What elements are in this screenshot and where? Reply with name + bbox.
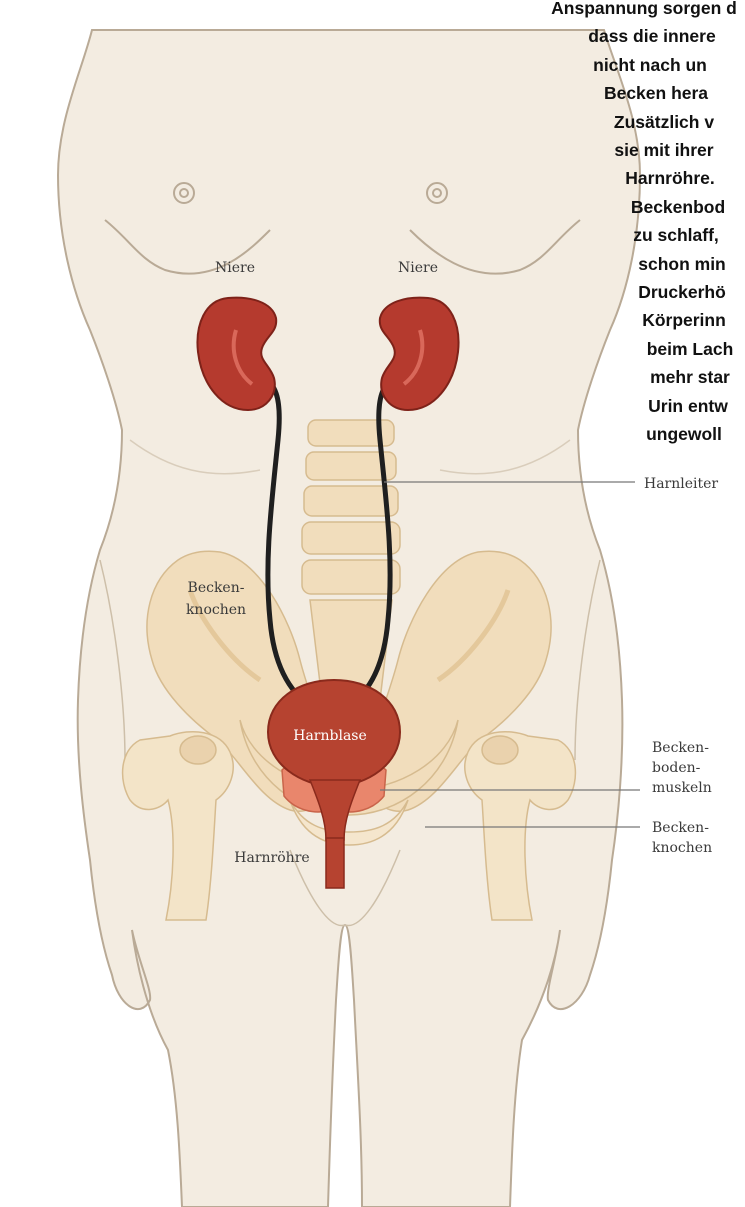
caption-line: zu schlaff,	[526, 221, 745, 249]
caption-text: Anspannung sorgen d dass die innere nich…	[490, 0, 745, 449]
caption-line: Urin entw	[538, 392, 745, 420]
caption-line: Becken hera	[506, 79, 745, 107]
label-urethra: Harnröhre	[234, 850, 309, 866]
label-pelvic-bone-left-line2: knochen	[186, 602, 246, 618]
caption-line: Körperinn	[534, 306, 745, 334]
label-pelvic-floor-line2: boden-	[652, 760, 701, 776]
caption-line: Beckenbod	[528, 193, 745, 221]
caption-line: Harnröhre.	[520, 164, 745, 192]
label-pelvic-bone-right-line1: Becken-	[652, 820, 709, 836]
caption-line: Zusätzlich v	[514, 108, 745, 136]
caption-line: ungewoll	[534, 420, 745, 448]
urethra	[326, 838, 344, 888]
label-kidney-right: Niere	[398, 260, 438, 276]
caption-line: sie mit ihrer	[514, 136, 745, 164]
label-bladder: Harnblase	[293, 728, 367, 744]
label-pelvic-floor-line3: muskeln	[652, 780, 712, 796]
caption-line: mehr star	[540, 363, 745, 391]
label-kidney-left: Niere	[215, 260, 255, 276]
caption-line: Anspannung sorgen d	[494, 0, 745, 22]
caption-line: Druckerhö	[532, 278, 745, 306]
label-pelvic-floor-line1: Becken-	[652, 740, 709, 756]
label-pelvic-bone-left-line1: Becken-	[188, 580, 245, 596]
label-ureter: Harnleiter	[644, 476, 718, 492]
spine	[302, 420, 400, 700]
caption-line: dass die innere	[502, 22, 745, 50]
caption-line: schon min	[532, 250, 745, 278]
caption-line: beim Lach	[540, 335, 745, 363]
caption-line: nicht nach un	[500, 51, 745, 79]
label-pelvic-bone-right-line2: knochen	[652, 840, 712, 856]
